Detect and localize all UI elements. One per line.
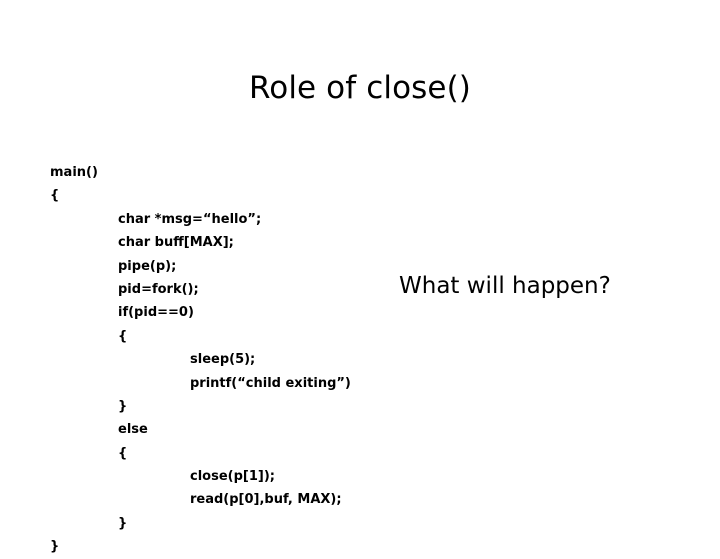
code-line: }: [118, 398, 128, 414]
code-line: }: [50, 539, 60, 555]
code-listing: main() { char *msg=“hello”; char buff[MAX];…: [50, 161, 470, 559]
code-line: char *msg=“hello”;: [118, 211, 262, 227]
code-line: pid=fork();: [118, 281, 199, 297]
code-line: printf(“child exiting”): [190, 375, 351, 391]
code-line: else: [118, 422, 148, 438]
code-line: sleep(5);: [190, 352, 256, 368]
code-line: pipe(p);: [118, 258, 177, 274]
code-line: main(): [50, 165, 98, 180]
code-line: {: [118, 328, 128, 344]
code-line: {: [118, 445, 128, 461]
code-line: }: [118, 515, 128, 531]
code-line: read(p[0],buf, MAX);: [190, 492, 342, 508]
code-line: close(p[1]);: [190, 469, 275, 485]
code-line: {: [50, 188, 60, 204]
code-line: char buff[MAX];: [118, 235, 234, 251]
slide-canvas: Role of close() main() { char *msg=“hello”…: [50, 69, 611, 555]
code-line: if(pid==0): [118, 305, 194, 321]
page-title: Role of close(): [249, 69, 471, 106]
question-callout: What will happen?: [399, 273, 611, 299]
